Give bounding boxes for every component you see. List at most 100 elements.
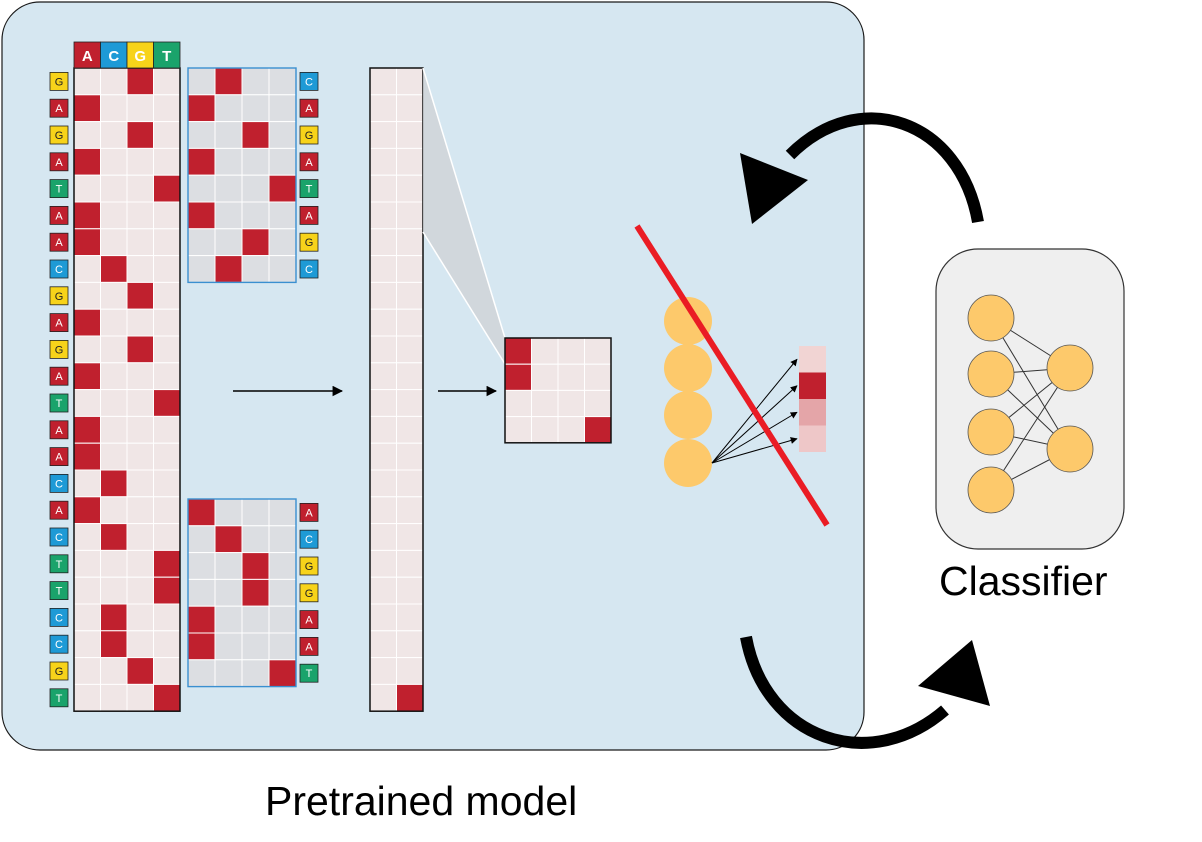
onehot-cell	[153, 67, 181, 96]
embedding-cell	[369, 121, 397, 149]
onehot-cell	[153, 281, 181, 310]
onehot-cell	[153, 523, 181, 551]
onehot-cell	[100, 523, 128, 551]
base-letter: C	[55, 612, 63, 624]
base-badge	[299, 556, 319, 576]
arrowhead-top	[740, 153, 808, 224]
window-cell	[241, 121, 270, 149]
window-cell	[187, 659, 216, 688]
input-neuron	[967, 294, 1015, 342]
base-badge	[49, 634, 69, 654]
onehot-cell	[126, 683, 154, 712]
window-cell	[214, 94, 243, 123]
window-cell	[268, 228, 297, 257]
onehot-cell	[126, 174, 154, 203]
small-grid-cell	[584, 363, 612, 391]
onehot-cell	[126, 94, 154, 123]
classifier-label: Classifier	[939, 558, 1108, 604]
classifier-network	[967, 294, 1094, 514]
window-border	[187, 498, 297, 688]
curved-arrow-bottom	[740, 635, 949, 749]
window-cell	[187, 498, 216, 527]
neuron	[664, 297, 712, 345]
embedding-cell	[369, 67, 397, 96]
onehot-cell	[100, 201, 128, 230]
onehot-cell	[73, 362, 101, 391]
base-letter: C	[55, 532, 63, 544]
window-cell	[214, 67, 243, 96]
embedding-cell	[369, 147, 397, 176]
base-badge	[49, 688, 69, 708]
connection	[990, 317, 1071, 450]
base-badge	[49, 339, 69, 359]
base-badge	[49, 366, 69, 386]
embedding-cell	[396, 362, 424, 391]
base-badge	[49, 72, 69, 91]
small-grid-cell	[557, 416, 585, 444]
onehot-cell	[100, 389, 128, 417]
small-grid-cell	[557, 389, 585, 418]
embedding-cell	[396, 308, 424, 337]
base-letter: A	[305, 507, 313, 519]
onehot-cell	[73, 683, 101, 712]
onehot-cell	[126, 549, 154, 578]
window-cell	[241, 94, 270, 123]
small-grid-cell	[584, 416, 612, 444]
base-letter: C	[305, 534, 313, 546]
onehot-cell	[126, 228, 154, 257]
base-badge	[299, 98, 319, 118]
window-cell	[268, 525, 297, 554]
onehot-cell	[153, 308, 181, 337]
window-cell	[214, 605, 243, 634]
base-badge	[49, 473, 69, 493]
output-neuron	[1046, 344, 1094, 392]
onehot-cell	[100, 362, 128, 391]
base-letter: A	[55, 318, 63, 330]
base-badge	[49, 259, 69, 279]
onehot-cell	[73, 415, 101, 444]
neuron	[664, 439, 712, 487]
embedding-cell	[369, 415, 397, 444]
base-badge	[299, 610, 319, 629]
onehot-cell	[153, 389, 181, 417]
base-badge	[299, 179, 319, 199]
onehot-cell	[73, 228, 101, 257]
onehot-cell	[73, 121, 101, 149]
zoom-line	[422, 231, 506, 365]
onehot-cell	[73, 442, 101, 471]
base-letter: C	[55, 264, 63, 276]
window-cell	[268, 552, 297, 580]
onehot-cell	[126, 496, 154, 525]
base-letter: A	[305, 641, 313, 653]
window-cell	[214, 255, 243, 283]
small-grid-cell	[557, 363, 585, 391]
window-cell	[214, 147, 243, 176]
onehot-cell	[126, 523, 154, 551]
window-cell	[187, 201, 216, 230]
onehot-cell	[153, 201, 181, 230]
base-letter: C	[305, 264, 313, 276]
window-cell	[187, 228, 216, 257]
base-letter: A	[55, 210, 63, 222]
onehot-cell	[153, 121, 181, 149]
onehot-cell	[100, 228, 128, 257]
classifier-box	[935, 248, 1125, 550]
onehot-cell	[100, 147, 128, 176]
embedding-cell	[396, 201, 424, 230]
onehot-cell	[100, 255, 128, 283]
base-badge	[49, 152, 69, 172]
onehot-cell	[126, 442, 154, 471]
onehot-cell	[100, 442, 128, 471]
window-cell	[268, 498, 297, 527]
zoom-line	[422, 67, 506, 339]
window-cell	[268, 659, 297, 688]
window-cell	[241, 552, 270, 580]
embedding-cell	[396, 67, 424, 96]
base-badge	[49, 313, 69, 333]
header-cell	[73, 41, 101, 69]
onehot-cell	[153, 469, 181, 498]
embedding-cell	[369, 308, 397, 337]
onehot-cell	[153, 255, 181, 283]
onehot-cell	[153, 657, 181, 685]
